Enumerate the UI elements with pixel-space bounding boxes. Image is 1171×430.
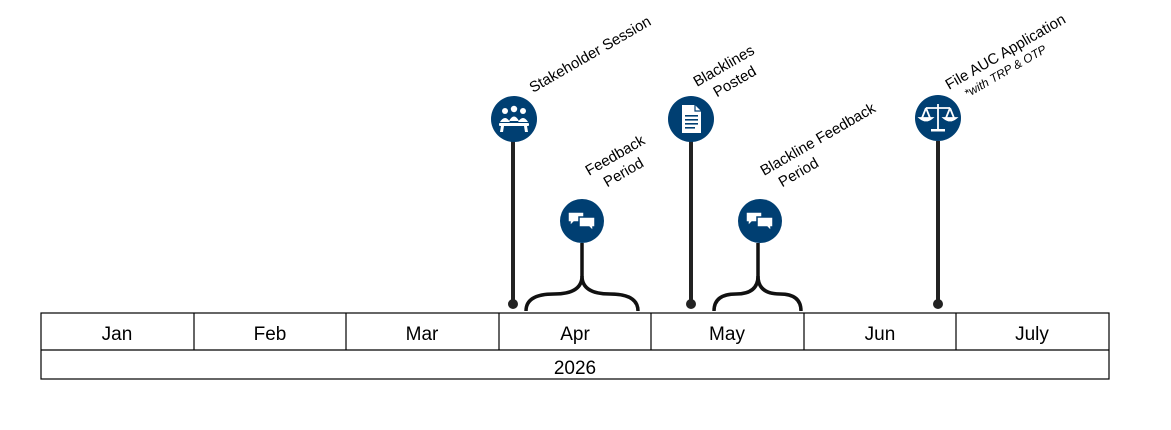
month-label-feb: Feb	[254, 324, 287, 345]
span-brace	[580, 243, 640, 312]
table-border	[40, 312, 1110, 380]
document-icon	[682, 105, 701, 133]
month-label-jan: Jan	[102, 324, 133, 345]
milestone-label: Blackline Feedback Period	[758, 98, 892, 196]
month-label-apr: Apr	[560, 324, 590, 345]
month-table: Jan Feb Mar Apr May Jun July 2026	[40, 312, 1110, 380]
people-meeting-icon	[499, 105, 529, 132]
month-label-jun: Jun	[865, 324, 896, 345]
milestone-dot	[508, 299, 518, 309]
month-label-july: July	[1015, 324, 1049, 345]
chat-bubbles-icon	[567, 211, 596, 233]
month-label-may: May	[709, 324, 745, 345]
milestone-dot	[933, 299, 943, 309]
milestone-feedback-period: Feedback Period	[524, 130, 662, 312]
milestone-label: Feedback Period	[583, 130, 662, 196]
milestone-dot	[686, 299, 696, 309]
month-label-mar: Mar	[406, 324, 439, 345]
milestone-label: Stakeholder Session	[527, 13, 655, 97]
year-label: 2026	[554, 358, 596, 379]
milestone-blackline-feedback-period: Blackline Feedback Period	[712, 98, 892, 312]
milestone-label: File AUC Application	[943, 11, 1069, 94]
milestone-file-auc-application: File AUC Application *with TRP & OTP	[915, 11, 1069, 309]
scales-icon	[917, 104, 959, 132]
chat-bubbles-icon	[745, 211, 774, 233]
span-brace	[756, 243, 803, 312]
milestone-blacklines-posted: Blacklines Posted	[668, 40, 771, 309]
milestone-label: Blacklines Posted	[691, 40, 771, 107]
span-brace	[524, 275, 584, 312]
span-brace	[712, 275, 760, 312]
